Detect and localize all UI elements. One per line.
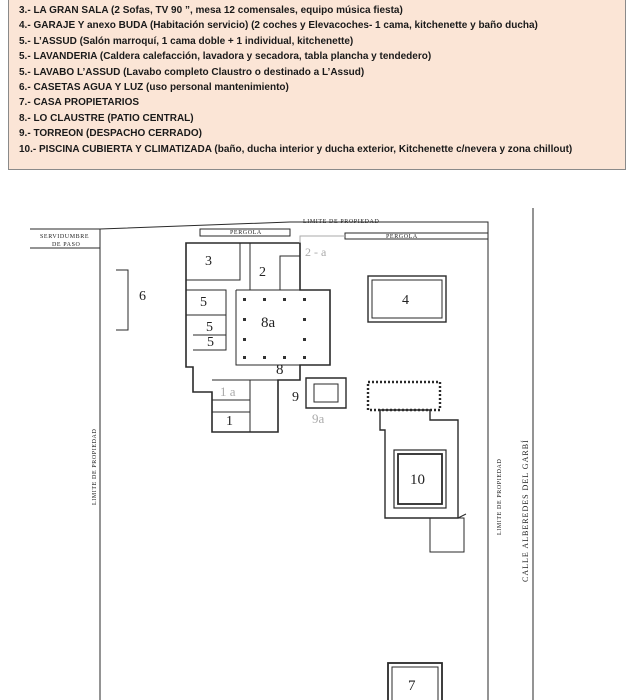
property-boundary bbox=[99, 221, 489, 700]
room-9-outline bbox=[305, 377, 347, 409]
right-boundary-label: LIMITE DE PROPIEDAD bbox=[497, 459, 503, 535]
servitude-label-1: SERVIDUMBRE bbox=[40, 234, 89, 240]
room-3-walls bbox=[186, 243, 241, 281]
room-label-1a: 1 a bbox=[220, 384, 236, 399]
room-7-outer bbox=[387, 662, 443, 700]
servitude-line bbox=[30, 228, 100, 249]
room-label-10: 10 bbox=[410, 472, 425, 488]
room-label-3: 3 bbox=[205, 254, 212, 269]
pergola-strip bbox=[199, 228, 489, 240]
room-label-7: 7 bbox=[408, 678, 416, 694]
room-label-5c: 5 bbox=[207, 335, 214, 350]
legend-item: 7.- CASA PROPIETARIOS bbox=[19, 97, 140, 109]
cloister-walls bbox=[235, 289, 330, 366]
room-label-5a: 5 bbox=[200, 295, 207, 310]
top-boundary-label: LIMITE DE PROPIEDAD bbox=[303, 219, 379, 225]
legend-item: 10.- PISCINA CUBIERTA Y CLIMATIZADA (bañ… bbox=[19, 143, 573, 155]
legend-item: 5.- LAVABO L’ASSUD (Lavabo completo Clau… bbox=[19, 66, 365, 78]
room-label-4: 4 bbox=[402, 293, 409, 308]
room-4-inner bbox=[371, 279, 443, 319]
servitude-label-2: DE PASO bbox=[52, 242, 81, 248]
room-7-inner bbox=[391, 666, 439, 700]
legend-list: 3.- LA GRAN SALA (2 Sofas, TV 90 ”, mesa… bbox=[19, 3, 572, 157]
pool-roof bbox=[366, 380, 442, 412]
room-5-walls bbox=[186, 289, 227, 351]
legend-box: 3.- LA GRAN SALA (2 Sofas, TV 90 ”, mesa… bbox=[8, 0, 626, 170]
room-1a-walls bbox=[212, 379, 278, 432]
legend-item: 4.- GARAJE Y anexo BUDA (Habitación serv… bbox=[19, 20, 538, 32]
legend-item: 8.- LO CLAUSTRE (PATIO CENTRAL) bbox=[19, 112, 194, 124]
room-label-9a: 9a bbox=[312, 411, 325, 426]
room-label-8: 8 bbox=[276, 362, 284, 378]
pool-inner-1 bbox=[393, 449, 447, 509]
room-2a-walls bbox=[299, 235, 345, 243]
room-6-outline bbox=[116, 269, 129, 331]
pool-annex bbox=[429, 513, 467, 553]
room-2-walls bbox=[249, 243, 300, 291]
room-label-2: 2 bbox=[259, 265, 266, 280]
room-label-2a: 2 - a bbox=[305, 245, 327, 259]
pergola-label-right: PERGOLA bbox=[386, 234, 418, 240]
room-label-9: 9 bbox=[292, 390, 299, 405]
room-4-outer bbox=[367, 275, 447, 323]
legend-item: 3.- LA GRAN SALA (2 Sofas, TV 90 ”, mesa… bbox=[19, 5, 403, 16]
legend-item: 6.- CASETAS AGUA Y LUZ (uso personal man… bbox=[19, 82, 289, 94]
legend-item: 5.- LAVANDERIA (Caldera calefacción, lav… bbox=[19, 51, 432, 63]
room-label-1: 1 bbox=[226, 414, 233, 429]
pergola-label-left: PERGOLA bbox=[230, 230, 262, 236]
street-label: CALLE ALBEREDES DEL GARBÍ bbox=[520, 439, 530, 582]
room-label-5b: 5 bbox=[206, 320, 213, 335]
legend-item: 5.- L’ASSUD (Salón marroquí, 1 cama dobl… bbox=[19, 35, 354, 47]
cloister-columns bbox=[243, 298, 306, 359]
legend-item: 9.- TORREON (DESPACHO CERRADO) bbox=[19, 128, 202, 140]
room-label-6: 6 bbox=[139, 289, 146, 304]
room-9-inner bbox=[313, 383, 339, 403]
room-label-8a: 8a bbox=[261, 315, 276, 331]
pool-inner-2 bbox=[397, 453, 443, 505]
left-boundary-label: LIMITE DE PROPIEDAD bbox=[92, 429, 98, 505]
